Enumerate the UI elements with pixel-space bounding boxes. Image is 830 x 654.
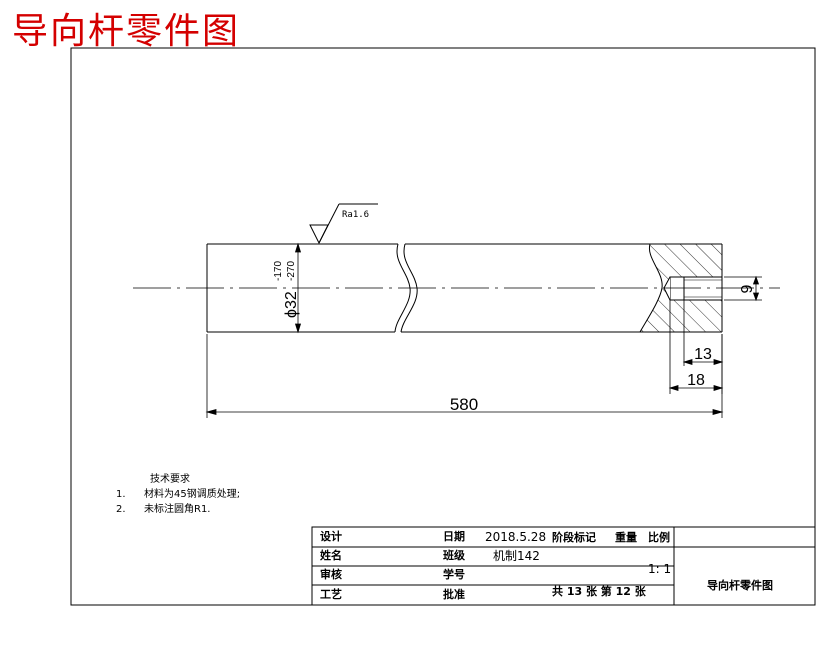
roughness-symbol [309, 203, 378, 245]
tech-requirement-item: 2. 未标注圆角R1. [116, 502, 240, 517]
tb-drawing-name: 导向杆零件图 [707, 579, 773, 592]
tech-requirements-heading: 技术要求 [150, 474, 190, 485]
tolerance-lower-label: -270 [286, 261, 297, 281]
tb-name-label: 姓名 [320, 549, 342, 562]
tb-scale-label: 比例 [648, 531, 670, 544]
item-text: 材料为45钢调质处理; [144, 489, 241, 500]
tolerance-upper-label: -170 [273, 261, 284, 281]
tb-scale-value: 1: 1 [648, 562, 672, 576]
roughness-label: Ra1.6 [342, 210, 369, 220]
tb-approve-label: 批准 [443, 588, 465, 601]
tb-sheets: 共 13 张 第 12 张 [552, 585, 646, 598]
hole-diameter-label: 9 [739, 284, 756, 293]
item-number: 2. [116, 504, 126, 515]
hole-depth-dimensions [668, 300, 724, 394]
tb-review-label: 审核 [320, 568, 342, 581]
tb-student-id-label: 学号 [443, 568, 465, 581]
diameter-label: ϕ32 [283, 291, 300, 318]
tb-design-label: 设计 [320, 530, 342, 543]
tech-requirement-item: 1. 材料为45钢调质处理; [116, 487, 240, 502]
tb-class-label: 班级 [443, 549, 465, 562]
hole-diameter-dimension [724, 275, 762, 302]
length-label: 580 [450, 395, 478, 414]
tb-class-value: 机制142 [493, 549, 540, 563]
page-title: 导向杆零件图 [12, 11, 241, 52]
diameter-dimension [294, 242, 302, 334]
tb-date-label: 日期 [443, 530, 465, 543]
title-block-grid [311, 526, 816, 606]
tech-requirements: 技术要求 1. 材料为45钢调质处理; 2. 未标注圆角R1. [116, 472, 240, 517]
tb-weight: 重量 [615, 531, 637, 544]
tb-process-label: 工艺 [320, 588, 342, 601]
dim-13-label: 13 [694, 346, 712, 363]
tb-stage-mark: 阶段标记 [552, 531, 596, 544]
dim-18-label: 18 [687, 372, 705, 389]
tb-date-value: 2018.5.28 [485, 530, 547, 544]
item-text: 未标注圆角R1. [144, 504, 211, 515]
item-number: 1. [116, 489, 126, 500]
